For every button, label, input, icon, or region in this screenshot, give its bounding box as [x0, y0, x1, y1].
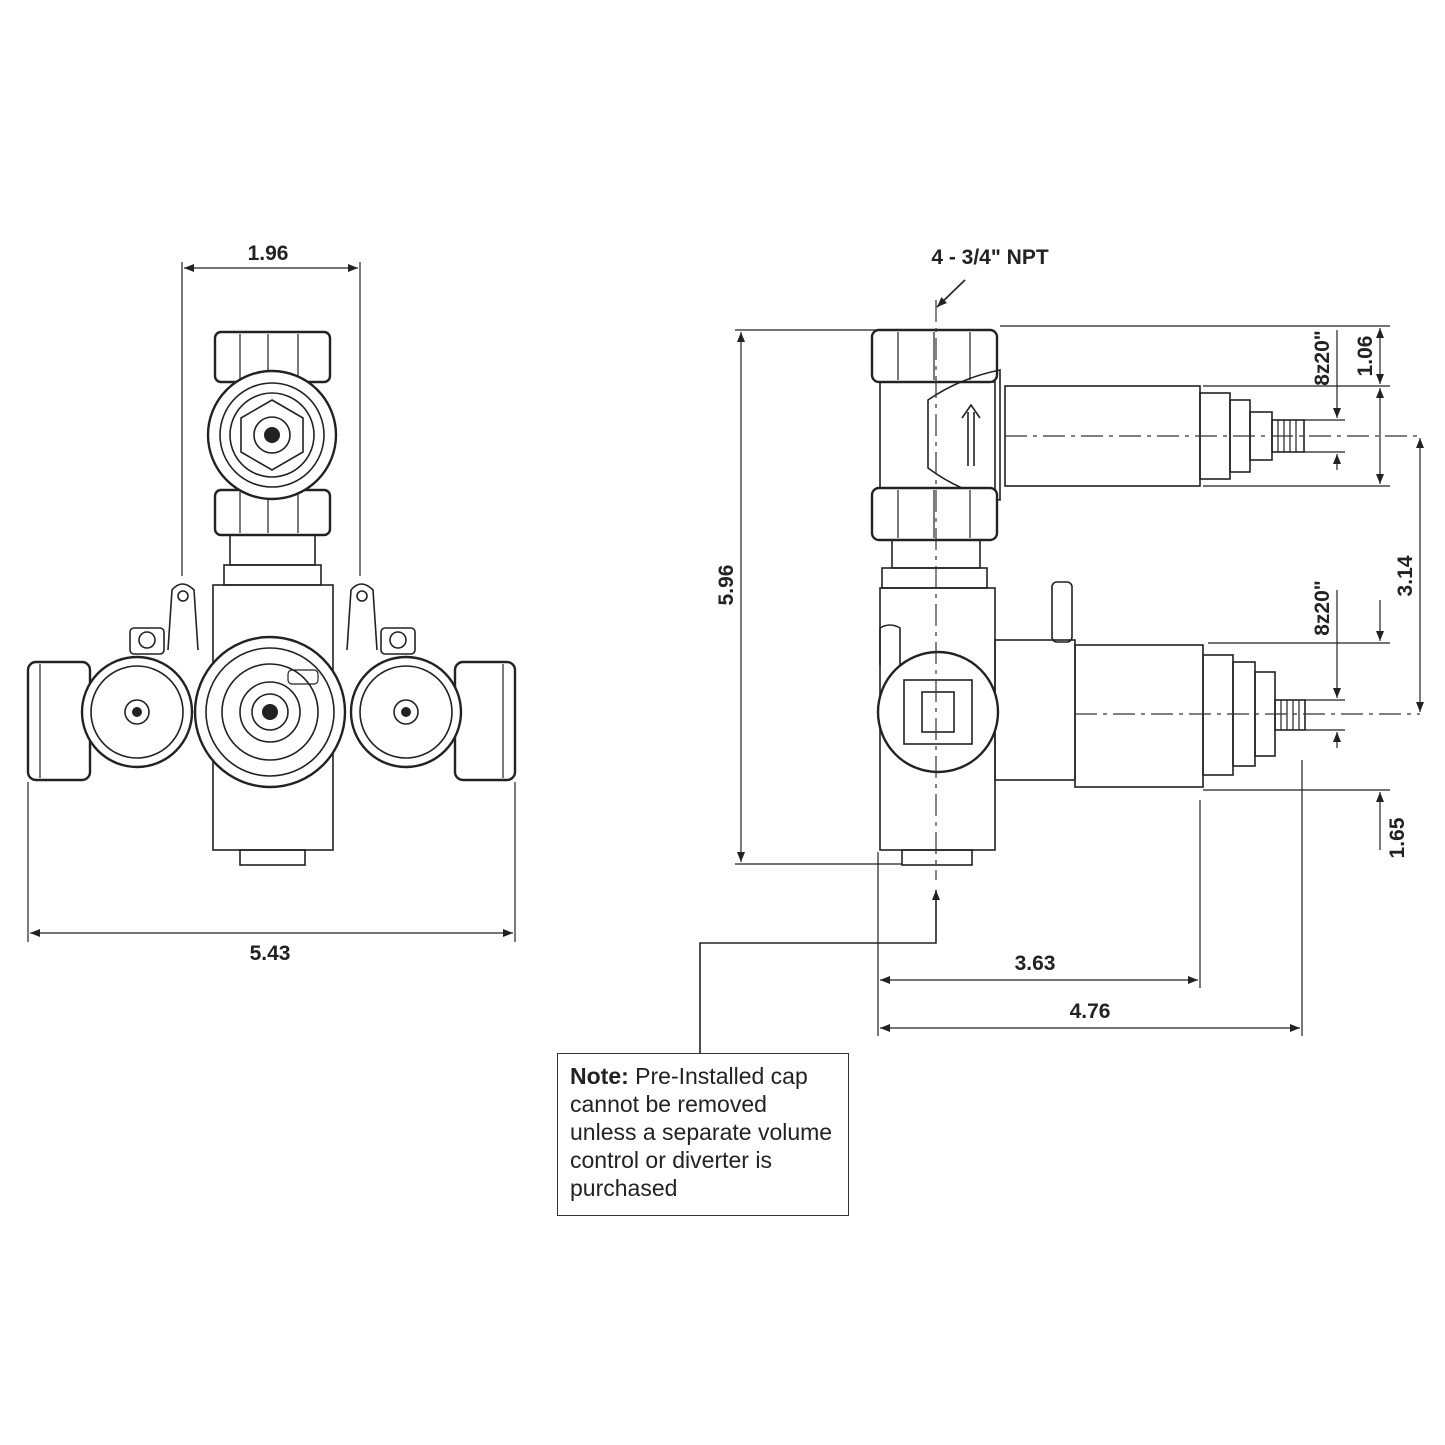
note-label: Note:: [570, 1063, 629, 1089]
front-view: 1.96 5.43: [26, 242, 517, 965]
front-top-fitting: [206, 330, 338, 586]
npt-callout: 4 - 3/4" NPT: [931, 246, 1048, 269]
dim-side-depth-2: 4.76: [1070, 1000, 1111, 1023]
dim-lower-spline: 8z20": [1311, 580, 1334, 636]
note-text: Pre-Installed cap cannot be removed unle…: [570, 1063, 833, 1201]
dim-upper-stem-offset: 1.06: [1354, 336, 1377, 377]
dim-front-top-width: 1.96: [248, 242, 289, 265]
lower-stem: [1074, 644, 1306, 788]
dim-upper-spline: 8z20": [1311, 330, 1334, 386]
front-central-cartridge: [193, 635, 347, 789]
front-left-inlet: [26, 655, 194, 782]
side-view: 4 - 3/4" NPT 5.96 1.06 8z20" 3.14 8z20" …: [699, 246, 1424, 1053]
dim-side-depth-1: 3.63: [1015, 952, 1056, 975]
dim-front-overall-width: 5.43: [250, 942, 291, 965]
front-right-inlet: [349, 655, 517, 782]
dim-stem-spacing: 3.14: [1394, 555, 1417, 596]
dim-side-height: 5.96: [715, 565, 738, 606]
note-box: Note: Pre-Installed cap cannot be remove…: [557, 1053, 849, 1216]
dim-lower-stem-offset: 1.65: [1386, 817, 1409, 858]
